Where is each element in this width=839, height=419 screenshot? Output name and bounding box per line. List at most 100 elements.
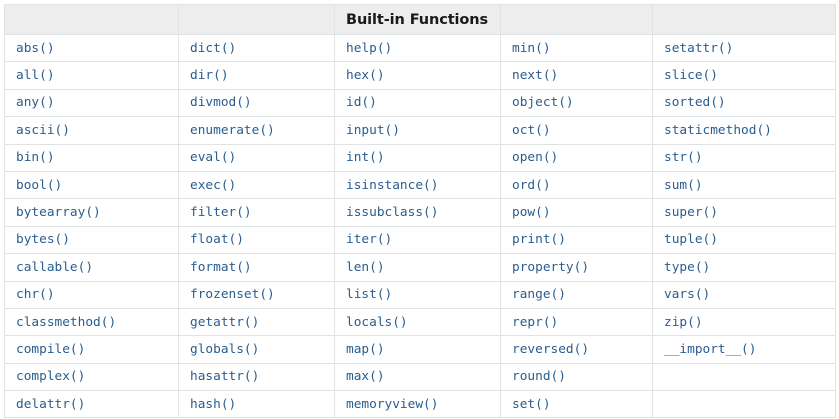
table-cell: reversed() <box>500 335 653 364</box>
table-cell: enumerate() <box>178 116 335 145</box>
page-root: Built-in Functions abs()dict()help()min(… <box>0 4 839 419</box>
table-row: complex() hasattr() max() round() <box>4 362 836 392</box>
builtin-function-link[interactable]: float() <box>190 232 244 248</box>
builtin-function-link[interactable]: sum() <box>664 177 703 193</box>
table-cell: getattr() <box>178 307 335 337</box>
builtin-function-link[interactable]: staticmethod() <box>664 122 772 138</box>
builtin-function-link[interactable]: frozenset() <box>190 287 275 303</box>
builtin-function-link[interactable]: super() <box>664 205 718 221</box>
builtin-function-link[interactable]: round() <box>512 369 566 385</box>
builtin-function-link[interactable]: exec() <box>190 177 237 193</box>
builtin-function-link[interactable]: locals() <box>346 314 408 330</box>
builtin-function-link[interactable]: enumerate() <box>190 122 275 138</box>
builtin-function-link[interactable]: list() <box>346 287 393 303</box>
builtin-function-link[interactable]: oct() <box>512 122 551 138</box>
builtin-function-link[interactable]: bin() <box>16 150 55 166</box>
builtin-function-link[interactable]: tuple() <box>664 232 718 248</box>
builtin-function-link[interactable]: dir() <box>190 68 229 84</box>
builtin-function-link[interactable]: int() <box>346 150 385 166</box>
builtin-function-link[interactable]: max() <box>346 369 385 385</box>
builtin-function-link[interactable]: help() <box>346 40 393 56</box>
builtin-function-link[interactable]: next() <box>512 68 559 84</box>
builtin-function-link[interactable]: divmod() <box>190 95 252 111</box>
builtin-function-link[interactable]: format() <box>190 259 252 275</box>
table-cell: open() <box>500 143 653 172</box>
builtin-function-link[interactable]: bool() <box>16 177 63 193</box>
builtin-function-link[interactable]: input() <box>346 122 400 138</box>
table-cell: eval() <box>178 143 335 172</box>
builtin-function-link[interactable]: len() <box>346 259 385 275</box>
table-row: bin() eval() int() open() str() <box>4 143 836 172</box>
builtin-function-link[interactable]: map() <box>346 341 385 357</box>
builtin-function-link[interactable]: repr() <box>512 314 559 330</box>
builtin-function-link[interactable]: zip() <box>664 314 703 330</box>
table-cell: type() <box>652 253 836 282</box>
builtin-function-link[interactable]: vars() <box>664 287 711 303</box>
table-cell: property() <box>500 253 653 282</box>
builtin-function-link[interactable]: filter() <box>190 205 252 221</box>
builtin-function-link[interactable]: complex() <box>16 369 86 385</box>
table-cell: staticmethod() <box>652 116 836 145</box>
table-cell: dict() <box>178 33 335 63</box>
table-cell: bytes() <box>4 225 179 255</box>
builtin-function-link[interactable]: ord() <box>512 177 551 193</box>
builtin-function-link[interactable]: bytearray() <box>16 205 101 221</box>
builtin-function-link[interactable]: getattr() <box>190 314 260 330</box>
builtin-function-link[interactable]: slice() <box>664 68 718 84</box>
table-cell: locals() <box>334 307 501 337</box>
builtin-function-link[interactable]: chr() <box>16 287 55 303</box>
table-cell: callable() <box>4 253 179 282</box>
builtin-function-link[interactable]: hash() <box>190 396 237 412</box>
builtin-function-link[interactable]: str() <box>664 150 703 166</box>
table-cell: bin() <box>4 143 179 172</box>
table-cell: format() <box>178 253 335 282</box>
builtin-function-link[interactable]: delattr() <box>16 396 86 412</box>
builtin-function-link[interactable]: callable() <box>16 259 94 275</box>
builtin-function-link[interactable]: iter() <box>346 232 393 248</box>
builtin-function-link[interactable]: type() <box>664 259 711 275</box>
header-cell-5 <box>652 4 836 35</box>
builtin-function-link[interactable]: hasattr() <box>190 369 260 385</box>
builtin-function-link[interactable]: dict() <box>190 40 237 56</box>
builtin-function-link[interactable]: any() <box>16 95 55 111</box>
builtin-function-link[interactable]: all() <box>16 68 55 84</box>
builtin-function-link[interactable]: setattr() <box>664 40 734 56</box>
builtin-function-link[interactable]: open() <box>512 150 559 166</box>
builtin-function-link[interactable]: hex() <box>346 68 385 84</box>
table-cell: exec() <box>178 170 335 200</box>
builtin-function-link[interactable]: memoryview() <box>346 396 439 412</box>
table-cell: print() <box>500 225 653 255</box>
builtin-function-link[interactable]: bytes() <box>16 232 70 248</box>
table-cell: float() <box>178 225 335 255</box>
builtin-function-link[interactable]: compile() <box>16 341 86 357</box>
builtin-function-link[interactable]: id() <box>346 95 377 111</box>
table-cell: str() <box>652 143 836 172</box>
table-cell: ord() <box>500 170 653 200</box>
builtin-function-link[interactable]: __import__() <box>664 341 757 357</box>
builtin-function-link[interactable]: eval() <box>190 150 237 166</box>
builtin-function-link[interactable]: sorted() <box>664 95 726 111</box>
builtin-function-link[interactable]: ascii() <box>16 122 70 138</box>
table-cell: memoryview() <box>334 390 501 419</box>
builtin-function-link[interactable]: print() <box>512 232 566 248</box>
builtin-function-link[interactable]: classmethod() <box>16 314 117 330</box>
builtin-function-link[interactable]: issubclass() <box>346 205 439 221</box>
table-cell-empty <box>652 390 836 419</box>
builtin-function-link[interactable]: object() <box>512 95 574 111</box>
builtin-function-link[interactable]: abs() <box>16 40 55 56</box>
table-cell: max() <box>334 362 501 392</box>
builtin-function-link[interactable]: globals() <box>190 341 260 357</box>
builtin-function-link[interactable]: range() <box>512 287 566 303</box>
table-cell: dir() <box>178 61 335 90</box>
builtin-function-link[interactable]: set() <box>512 396 551 412</box>
builtin-function-link[interactable]: property() <box>512 259 590 275</box>
builtin-function-link[interactable]: reversed() <box>512 341 590 357</box>
table-body: abs() dict() help() min() setattr() all() dir(… <box>4 33 836 419</box>
table-cell: list() <box>334 280 501 309</box>
table-cell: next() <box>500 61 653 90</box>
builtin-function-link[interactable]: pow() <box>512 205 551 221</box>
builtin-function-link[interactable]: min() <box>512 40 551 56</box>
builtin-function-link[interactable]: isinstance() <box>346 177 439 193</box>
table-cell: setattr() <box>652 33 836 63</box>
table-row: all() dir() hex() next() slice() <box>4 61 836 90</box>
